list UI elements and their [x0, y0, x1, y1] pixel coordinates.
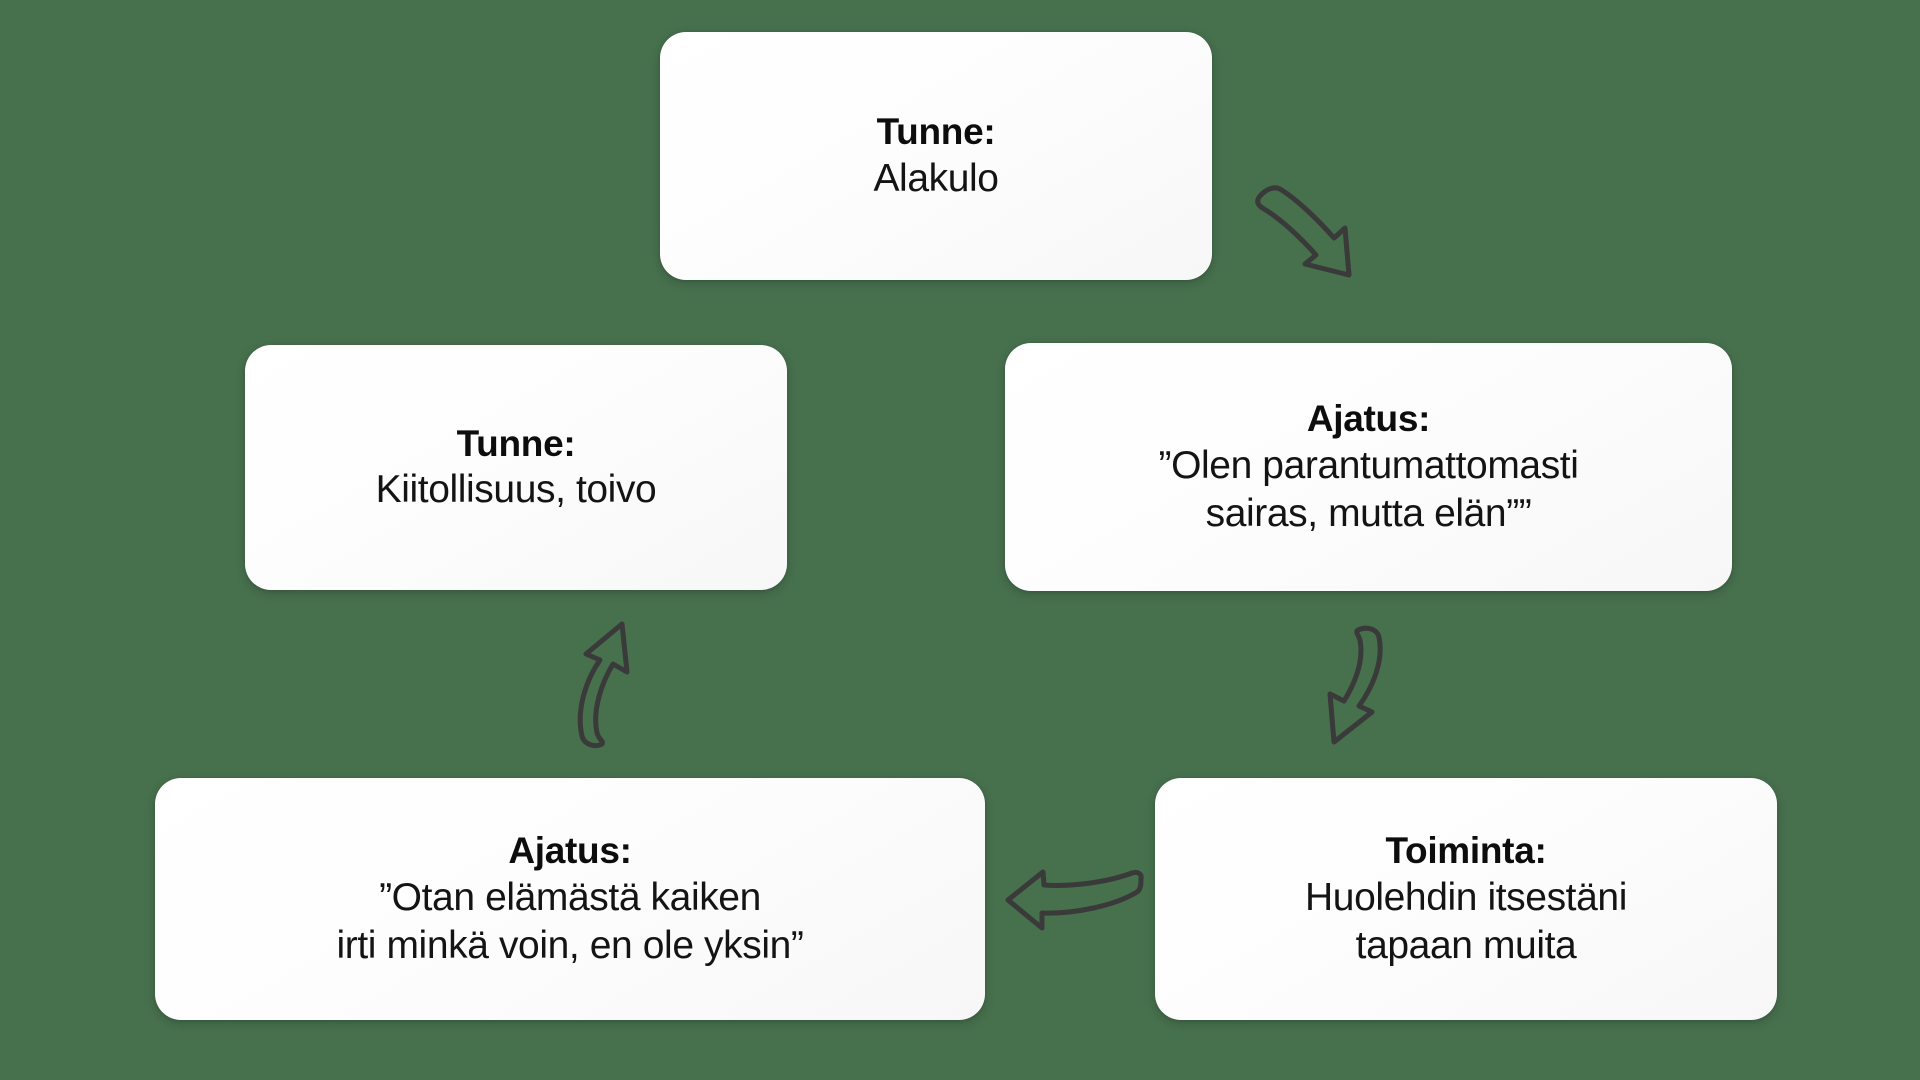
- node-title: Ajatus:: [1306, 398, 1431, 440]
- node-body: Kiitollisuus, toivo: [375, 468, 657, 512]
- node-title: Ajatus:: [508, 830, 632, 872]
- node-ajatus-sairas: Ajatus: ”Olen parantumattomasti sairas, …: [1005, 343, 1732, 591]
- node-toiminta: Toiminta: Huolehdin itsestäni tapaan mui…: [1155, 778, 1777, 1020]
- node-title: Toiminta:: [1385, 830, 1547, 872]
- arrow-down-right-icon: [1248, 176, 1378, 294]
- node-body-line-2: tapaan muita: [1355, 923, 1577, 967]
- node-tunne-alakulo: Tunne: Alakulo: [660, 32, 1212, 280]
- node-title: Tunne:: [876, 111, 996, 153]
- node-body-line-1: Huolehdin itsestäni: [1305, 875, 1627, 919]
- node-body-line-1: ”Olen parantumattomasti: [1158, 443, 1579, 487]
- arrow-up-icon: [524, 614, 638, 754]
- node-body-line-2: sairas, mutta elän””: [1205, 491, 1532, 535]
- arrow-down-icon: [1322, 620, 1438, 760]
- node-tunne-kiitollisuus: Tunne: Kiitollisuus, toivo: [245, 345, 787, 590]
- node-body-line-2: irti minkä voin, en ole yksin”: [336, 923, 804, 967]
- node-body-line-1: ”Otan elämästä kaiken: [379, 875, 761, 919]
- arrow-left-icon: [1000, 862, 1148, 938]
- node-body: Alakulo: [873, 156, 999, 200]
- node-title: Tunne:: [456, 422, 576, 464]
- node-ajatus-otan: Ajatus: ”Otan elämästä kaiken irti minkä…: [155, 778, 985, 1020]
